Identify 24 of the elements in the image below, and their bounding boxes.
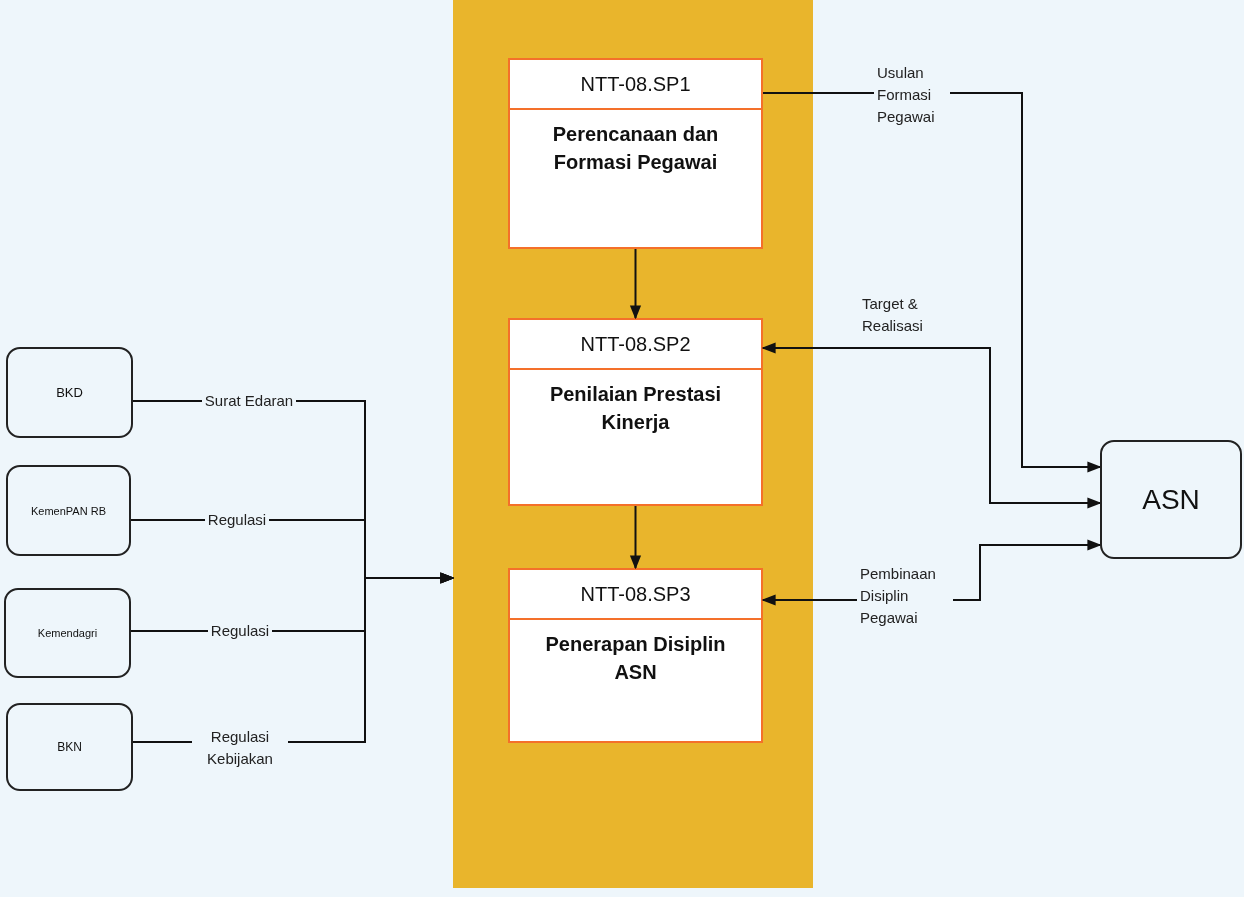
- entity-box: [6, 465, 131, 556]
- entity-label: Kemendagri: [37, 627, 98, 639]
- process-box: [508, 58, 763, 249]
- entity-label: ASN: [1142, 483, 1200, 516]
- entity-box: [6, 347, 133, 438]
- connector-arrow: [762, 92, 1102, 473]
- connector-arrow: [629, 505, 642, 570]
- entity-label: BKN: [57, 740, 82, 754]
- panel-band: [453, 0, 813, 888]
- entity-box: [4, 588, 131, 678]
- entity-box: [1100, 440, 1242, 559]
- entity-label: BKD: [56, 385, 83, 400]
- entity-box: [6, 703, 133, 791]
- process-title: Penilaian Prestasi Kinerja: [548, 382, 723, 435]
- connector-arrow: [761, 342, 1102, 509]
- entity-label: KemenPAN RB: [31, 504, 106, 517]
- process-code: NTT-08.SP2: [510, 320, 761, 370]
- connector-arrow: [629, 248, 642, 320]
- process-title: Penerapan Disiplin ASN: [544, 632, 727, 685]
- process-title: Perencanaan dan Formasi Pegawai: [551, 122, 720, 175]
- process-code: NTT-08.SP3: [510, 570, 761, 620]
- process-box: [508, 568, 763, 743]
- process-box: [508, 318, 763, 506]
- process-code: NTT-08.SP1: [510, 60, 761, 110]
